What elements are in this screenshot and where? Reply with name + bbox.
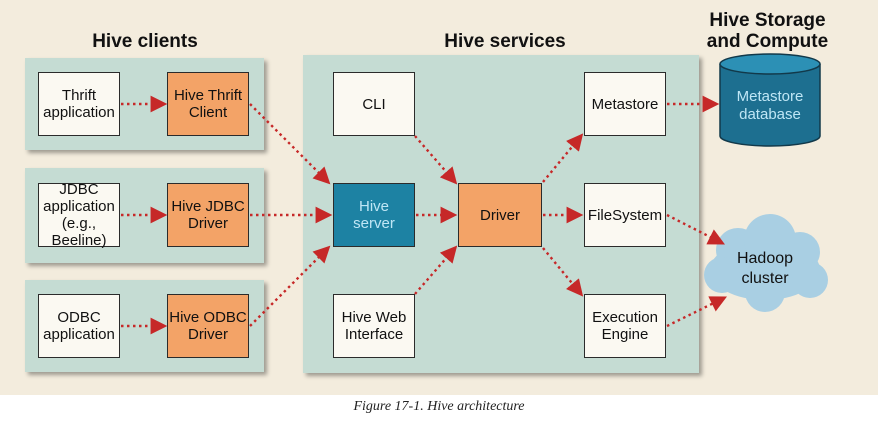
execution-engine-box: Execution Engine [584,294,666,358]
architecture-figure: Hive clients Hive services Hive Storage … [0,0,878,395]
arrow-execution-engine-to-hadoop [666,296,728,328]
hive-odbc-driver-box: Hive ODBC Driver [167,294,249,358]
hadoop-cluster-label: Hadoop cluster [736,250,794,287]
hive-thrift-client-box: Hive Thrift Client [167,72,249,136]
odbc-application-label: ODBC application [43,309,115,343]
filesystem-label: FileSystem [587,206,663,224]
thrift-application-box: Thrift application [38,72,120,136]
hive-jdbc-driver-label: Hive JDBC Driver [171,198,245,232]
filesystem-box: FileSystem [584,183,666,247]
metastore-label: Metastore [591,95,659,113]
driver-label: Driver [480,206,520,224]
arrow-web-interface-to-driver [414,245,458,295]
figure-caption: Figure 17-1. Hive architecture [353,399,525,414]
cli-label: CLI [362,95,386,113]
arrows-layer [121,53,828,335]
hive-server-label: Hive server [353,198,395,232]
odbc-application-box: ODBC application [38,294,120,358]
hive-thrift-client-label: Hive Thrift Client [173,87,243,121]
execution-engine-label: Execution Engine [592,309,658,343]
driver-box: Driver [458,183,542,247]
arrow-filesystem-to-hadoop [666,213,725,245]
arrow-thrift-client-to-hive-server [249,103,331,185]
metastore-box: Metastore [584,72,666,136]
hive-server-box: Hive server [333,183,415,247]
header-hive-storage: Hive Storage and Compute [706,10,829,52]
jdbc-application-box: JDBC application (e.g., Beeline) [38,181,120,249]
arrow-driver-to-execution-engine [542,247,584,297]
header-hive-services: Hive services [444,31,566,52]
thrift-application-label: Thrift application [43,87,115,121]
arrow-cli-to-driver [414,135,458,185]
metastore-database-label: Metastore database [736,88,804,123]
arrow-driver-to-metastore [542,133,584,183]
cli-box: CLI [333,72,415,136]
hive-web-interface-label: Hive Web Interface [341,309,407,343]
arrow-odbc-driver-to-hive-server [249,245,331,327]
hive-jdbc-driver-box: Hive JDBC Driver [167,183,249,247]
hive-web-interface-box: Hive Web Interface [333,294,415,358]
jdbc-application-label: JDBC application (e.g., Beeline) [43,181,115,249]
metastore-database-cylinder [719,53,821,147]
hadoop-cluster-cloud [704,214,828,312]
header-hive-clients: Hive clients [92,31,198,52]
hive-odbc-driver-label: Hive ODBC Driver [169,309,247,343]
